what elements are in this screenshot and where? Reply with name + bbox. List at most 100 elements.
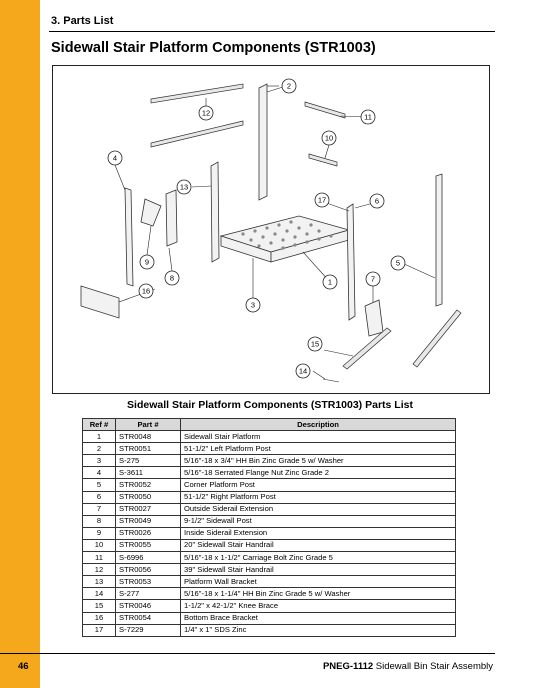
col-header-part: Part # xyxy=(115,417,181,432)
description-cell: 5/16"-18 x 1-1/4" HH Bin Zinc Grade 5 w/… xyxy=(180,587,456,601)
svg-text:15: 15 xyxy=(311,340,319,349)
part-number-cell: STR0046 xyxy=(115,599,181,613)
part-11-carriage-bolt xyxy=(304,101,346,119)
description-cell: 9-1/2" Sidewall Post xyxy=(180,514,456,528)
callout-15: 15 xyxy=(307,336,323,352)
parts-table-title: Sidewall Stair Platform Components (STR1… xyxy=(127,399,413,411)
part-2-left-post xyxy=(258,83,279,201)
part-16-bottom-bracket xyxy=(80,285,120,319)
part-13-wall-bracket xyxy=(165,161,220,263)
svg-text:8: 8 xyxy=(170,274,174,283)
part-number-cell: STR0051 xyxy=(115,442,181,456)
callout-17: 17 xyxy=(314,192,330,208)
callout-1: 1 xyxy=(322,274,338,290)
part-number-cell: STR0056 xyxy=(115,563,181,577)
svg-text:3: 3 xyxy=(251,301,255,310)
part-number-cell: STR0026 xyxy=(115,526,181,540)
ref-cell: 16 xyxy=(82,611,116,625)
callout-8: 8 xyxy=(164,270,180,286)
part-6-right-post xyxy=(346,203,356,321)
callout-6: 6 xyxy=(369,193,385,209)
description-cell: 5/16"-18 x 3/4" HH Bin Zinc Grade 5 w/ W… xyxy=(180,454,456,468)
callout-7: 7 xyxy=(365,271,381,287)
part-10-handrail-20 xyxy=(308,153,338,167)
ref-cell: 12 xyxy=(82,563,116,577)
part-4-bracket xyxy=(124,187,134,287)
col-header-description: Description xyxy=(180,417,456,432)
ref-cell: 17 xyxy=(82,623,116,637)
description-cell: Outside Siderail Extension xyxy=(180,502,456,516)
part-1-platform xyxy=(219,215,351,263)
callout-2: 2 xyxy=(281,78,297,94)
callout-5: 5 xyxy=(390,255,406,271)
description-cell: Inside Siderail Extension xyxy=(180,526,456,540)
part-number-cell: STR0052 xyxy=(115,478,181,492)
ref-cell: 7 xyxy=(82,502,116,516)
footer-doc-code: PNEG-1112 xyxy=(322,661,374,672)
description-cell: Sidewall Stair Platform xyxy=(180,430,456,444)
part-number-cell: S-3611 xyxy=(115,466,181,480)
ref-cell: 13 xyxy=(82,575,116,589)
footer-doc-name: Sidewall Bin Stair Assembly xyxy=(375,661,493,672)
part-number-cell: STR0048 xyxy=(115,430,181,444)
part-number-cell: STR0055 xyxy=(115,538,181,553)
part-14-bolt xyxy=(322,378,340,383)
part-number-cell: S-7229 xyxy=(115,623,181,637)
part-9-inside-siderail xyxy=(140,198,162,227)
callout-12: 12 xyxy=(198,105,214,121)
description-cell: 1-1/2" x 42-1/2" Knee Brace xyxy=(180,599,456,613)
description-cell: 51-1/2" Left Platform Post xyxy=(180,442,456,456)
description-cell: 39" Sidewall Stair Handrail xyxy=(180,563,456,577)
ref-cell: 1 xyxy=(82,430,116,444)
callout-11: 11 xyxy=(360,109,376,125)
callout-10: 10 xyxy=(321,130,337,146)
description-cell: Bottom Brace Bracket xyxy=(180,611,456,625)
ref-cell: 4 xyxy=(82,466,116,480)
svg-text:4: 4 xyxy=(113,154,117,163)
section-title: 3. Parts List xyxy=(51,15,114,27)
ref-cell: 15 xyxy=(82,599,116,613)
svg-text:10: 10 xyxy=(325,134,333,143)
description-cell: 5/16"-18 x 1-1/2" Carriage Bolt Zinc Gra… xyxy=(180,551,456,565)
svg-text:14: 14 xyxy=(299,367,307,376)
description-cell: 5/16"-18 Serrated Flange Nut Zinc Grade … xyxy=(180,466,456,480)
part-5-corner-post xyxy=(435,173,443,307)
description-cell: 51-1/2" Right Platform Post xyxy=(180,490,456,504)
svg-text:16: 16 xyxy=(142,287,150,296)
callout-4: 4 xyxy=(107,150,123,166)
part-number-cell: S-6996 xyxy=(115,551,181,565)
description-cell: Platform Wall Bracket xyxy=(180,575,456,589)
callout-14: 14 xyxy=(295,363,311,379)
exploded-parts-diagram: 1 2 3 4 5 6 7 8 9 10 11 12 13 14 15 16 1… xyxy=(52,65,490,394)
part-15-knee-brace xyxy=(342,309,462,370)
ref-cell: 11 xyxy=(82,551,116,565)
ref-cell: 14 xyxy=(82,587,116,601)
part-number-cell: STR0050 xyxy=(115,490,181,504)
footer-rule xyxy=(0,653,495,654)
callout-3: 3 xyxy=(245,297,261,313)
callout-13: 13 xyxy=(176,179,192,195)
col-header-ref: Ref # xyxy=(82,417,116,432)
page-number: 46 xyxy=(18,661,29,672)
part-12-handrail-39 xyxy=(150,83,244,148)
svg-text:7: 7 xyxy=(371,275,375,284)
ref-cell: 6 xyxy=(82,490,116,504)
description-cell: 20" Sidewall Stair Handrail xyxy=(180,538,456,553)
side-color-bar xyxy=(0,0,40,688)
part-number-cell: S-277 xyxy=(115,587,181,601)
svg-text:1: 1 xyxy=(328,278,332,287)
